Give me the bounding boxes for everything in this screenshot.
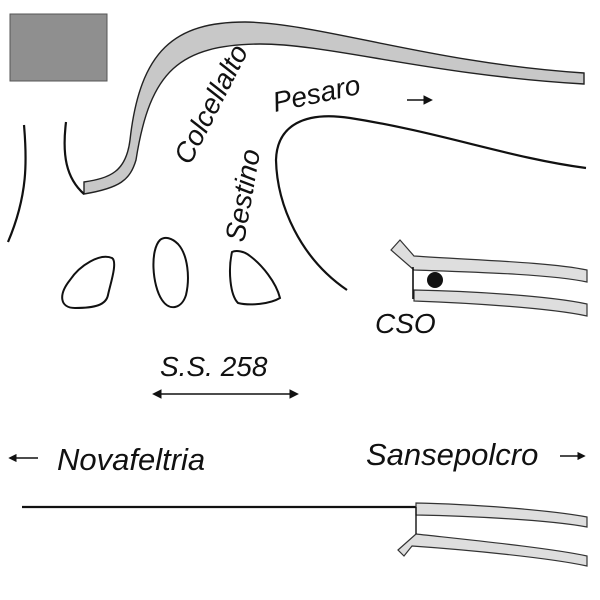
left-road-line-outer	[6, 124, 27, 243]
island-middle	[152, 236, 189, 309]
bottom-shaded-road-branch	[397, 533, 588, 567]
island-left	[61, 255, 116, 310]
label-sansepolcro: Sansepolcro	[366, 437, 538, 472]
label-cso: CSO	[375, 308, 436, 339]
cso-location-dot	[427, 272, 443, 288]
legend-box	[9, 13, 108, 82]
top-shaded-road	[83, 21, 585, 195]
curved-boundary-line	[274, 115, 587, 291]
label-pesaro: Pesaro	[270, 69, 363, 118]
left-road-line-inner	[63, 121, 85, 195]
cso-side-road	[390, 239, 588, 283]
cso-side-road-lower	[413, 289, 588, 317]
label-sestino: Sestino	[219, 147, 266, 244]
island-right	[229, 250, 282, 306]
bottom-shaded-road	[415, 502, 588, 528]
label-ss258: S.S. 258	[160, 351, 268, 382]
label-novafeltria: Novafeltria	[57, 442, 205, 477]
